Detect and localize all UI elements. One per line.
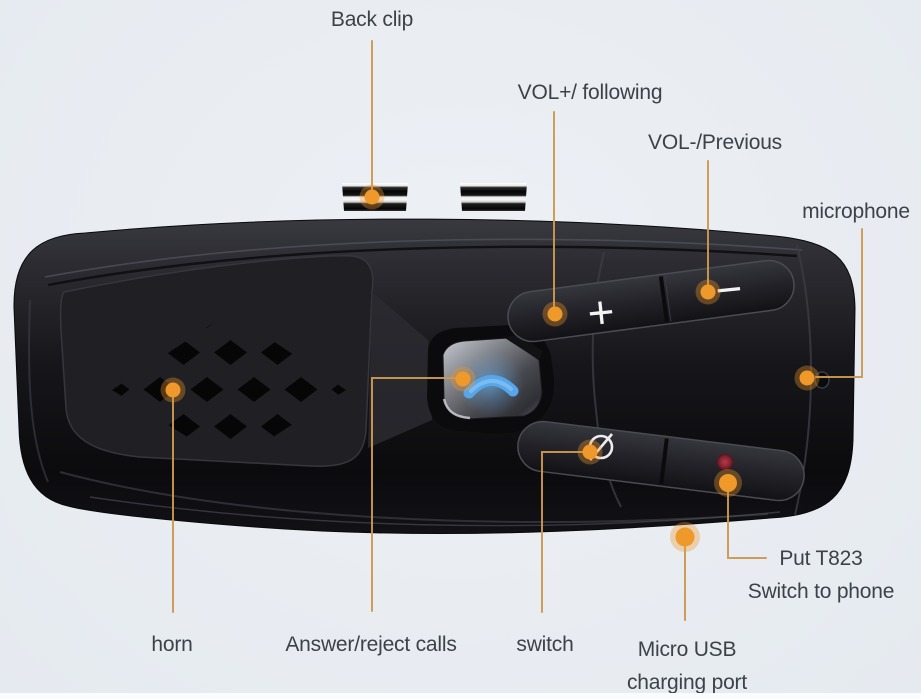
- device-bottom-bevel: [59, 471, 781, 527]
- speaker-panel: [59, 255, 374, 467]
- put-t823-marker: [714, 469, 742, 497]
- put-t823-label-line2: Switch to phone: [747, 580, 895, 603]
- panel-facet: [368, 292, 432, 448]
- answer-reject-line: [371, 377, 457, 612]
- microphone-label: microphone: [802, 200, 910, 223]
- volume-buttons: + −: [507, 259, 795, 343]
- device-left-bevel: [27, 299, 49, 483]
- switch-marker: [577, 439, 603, 465]
- horn-marker: [160, 377, 186, 403]
- horn-label: horn: [151, 633, 193, 656]
- speaker-grille: [112, 312, 346, 464]
- put-t823-label-line1: Put T823: [779, 547, 863, 570]
- back-clip-right-hardware: [460, 183, 527, 211]
- micro-usb-marker: [670, 522, 700, 552]
- switch-label: switch: [516, 633, 574, 656]
- microphone-line: [815, 228, 863, 378]
- answer-reject-label: Answer/reject calls: [285, 633, 457, 656]
- vol-minus-marker: [695, 279, 721, 305]
- microphone-marker: [794, 365, 820, 391]
- callout-markers: [160, 184, 820, 552]
- back-clip-marker: [359, 184, 385, 210]
- status-led: [717, 454, 733, 470]
- callout-lines: [172, 40, 863, 621]
- vol-minus-label: VOL-/Previous: [648, 131, 782, 154]
- button-face-notch: [505, 334, 543, 360]
- micro-usb-label-line1: Micro USB: [637, 638, 737, 661]
- multifunction-button: [427, 325, 555, 434]
- volume-down-glyph: −: [713, 262, 745, 317]
- switch-line: [541, 451, 584, 613]
- put-t823-label: Put T823 Switch to phone: [747, 542, 895, 608]
- vol-plus-marker: [542, 301, 568, 327]
- put-t823-line: [727, 488, 767, 559]
- answer-reject-marker: [450, 366, 476, 392]
- device-top-bevel: [44, 238, 803, 287]
- volume-up-glyph: +: [585, 285, 617, 340]
- vol-plus-label: VOL+/ following: [517, 81, 663, 104]
- micro-usb-label: Micro USB charging port: [627, 633, 747, 699]
- volume-strip: [507, 259, 795, 343]
- micro-usb-label-line2: charging port: [627, 671, 747, 694]
- back-clip-label: Back clip: [330, 8, 414, 31]
- image-bottom-strip: [0, 693, 921, 699]
